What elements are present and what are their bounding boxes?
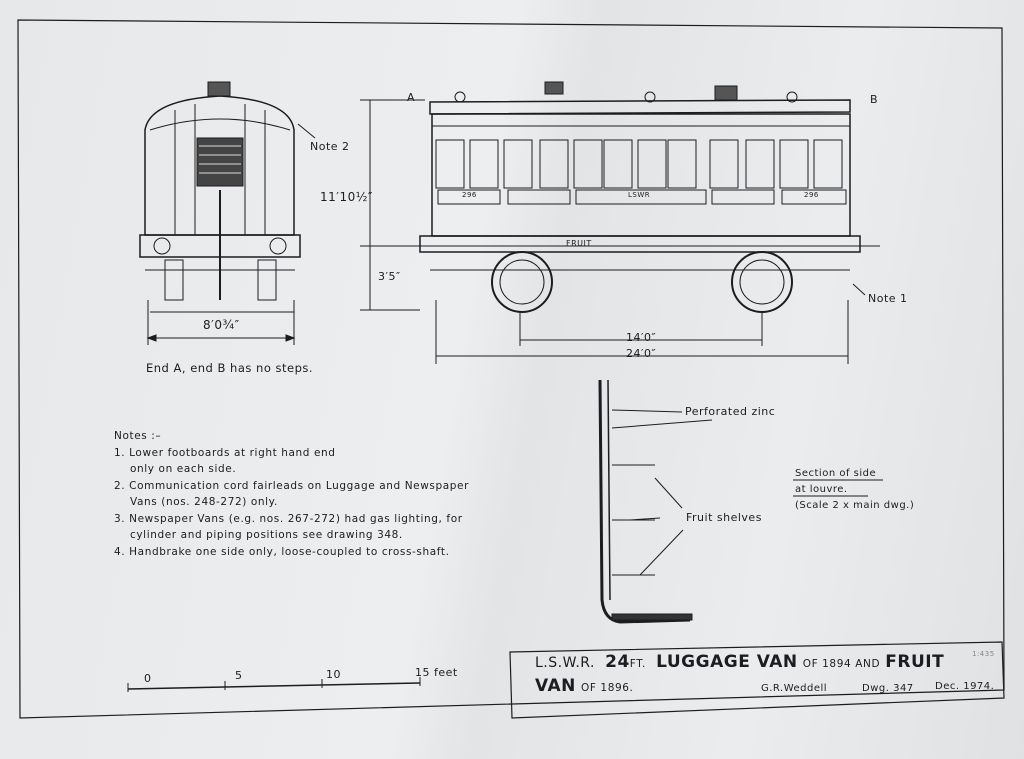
side-view-note-1-label: Note 1 <box>868 292 908 305</box>
note-1: 1. Lower footboards at right hand end <box>114 445 469 462</box>
body-panel <box>637 139 667 189</box>
body-panel <box>503 139 533 189</box>
overall-length-dimension: 24′0″ <box>626 347 657 360</box>
scale-tick-10: 10 <box>326 668 341 681</box>
lettering-panel <box>437 189 501 205</box>
title-length-unit: FT. <box>629 658 646 670</box>
fruit-shelves-label: Fruit shelves <box>686 511 762 524</box>
body-panel <box>667 139 697 189</box>
title-of-1896: OF 1896. <box>580 682 634 694</box>
perforated-zinc-label: Perforated zinc <box>685 405 776 418</box>
van-number-left: 296 <box>462 191 477 199</box>
body-panel <box>469 139 499 189</box>
floor-height-dimension: 3′5″ <box>378 270 401 283</box>
note-number: 2. <box>114 479 126 492</box>
van-number-right: 296 <box>804 191 819 199</box>
end-view-width-dimension: 8′0¾″ <box>203 318 240 332</box>
wheelbase-dimension: 14′0″ <box>626 331 657 344</box>
title-of-1894: OF 1894 AND <box>802 658 881 670</box>
note-number: 4. <box>114 545 126 558</box>
note-text: only on each side. <box>130 463 237 475</box>
title-van: VAN <box>535 676 576 696</box>
end-view-drawing <box>139 81 316 345</box>
height-dimension: 11′10½″ <box>320 190 373 204</box>
note-text: Lower footboards at right hand end <box>129 446 336 459</box>
louvre-section-drawing <box>598 379 883 624</box>
side-view-drawing <box>360 81 880 364</box>
lettering-panel <box>575 189 707 205</box>
body-panel <box>709 139 739 189</box>
end-view-caption: End A, end B has no steps. <box>146 361 314 375</box>
drawing-number: Dwg. 347 <box>862 683 914 694</box>
body-panel <box>745 139 775 189</box>
note-text: Handbrake one side only, loose-coupled t… <box>129 545 450 558</box>
author: G.R.Weddell <box>761 683 828 694</box>
section-scale: (Scale 2 x main dwg.) <box>795 500 915 511</box>
title-luggage-van: LUGGAGE VAN <box>656 652 798 672</box>
notes-heading: Notes :– <box>114 430 162 442</box>
note-text: cylinder and piping positions see drawin… <box>130 529 403 541</box>
scale-tick-15: 15 feet <box>415 666 458 679</box>
body-panel <box>573 139 603 189</box>
note-3: 3. Newspaper Vans (e.g. nos. 267-272) ha… <box>114 511 469 528</box>
pencil-mark: 1:435 <box>972 650 995 658</box>
body-panel <box>813 139 843 189</box>
note-text: Vans (nos. 248-272) only. <box>130 496 278 508</box>
scale-bar <box>127 677 421 692</box>
title-box <box>509 641 1005 719</box>
end-b-label: B <box>870 93 879 106</box>
note-text: Newspaper Vans (e.g. nos. 267-272) had g… <box>129 512 463 525</box>
fruit-lettering: FRUIT <box>566 239 592 248</box>
drawing-date: Dec. 1974. <box>935 681 995 692</box>
note-text: Communication cord fairleads on Luggage … <box>129 479 470 492</box>
body-panel <box>435 139 465 189</box>
lettering-panel <box>781 189 847 205</box>
title-company: L.S.W.R. <box>535 655 595 671</box>
notes-block: Notes :– 1. Lower footboards at right ha… <box>114 428 469 560</box>
body-panel <box>779 139 809 189</box>
title-length: 24 <box>605 652 630 672</box>
note-4: 4. Handbrake one side only, loose-couple… <box>114 544 469 561</box>
section-title: Section of side <box>795 468 877 479</box>
section-title-line-2: at louvre. <box>795 484 848 495</box>
lettering-panel <box>507 189 571 205</box>
title-block: L.S.W.R. 24FT. LUGGAGE VAN OF 1894 AND F… <box>535 652 944 696</box>
note-2: 2. Communication cord fairleads on Lugga… <box>114 478 469 495</box>
scale-tick-5: 5 <box>235 669 243 682</box>
note-number: 3. <box>114 512 126 525</box>
note-number: 1. <box>114 446 126 459</box>
scale-tick-0: 0 <box>144 672 152 685</box>
lettering-panel <box>711 189 775 205</box>
end-view-note-2-label: Note 2 <box>310 140 350 153</box>
company-lettering: LSWR <box>628 191 651 199</box>
title-fruit: FRUIT <box>885 652 945 672</box>
end-a-label: A <box>407 91 416 104</box>
body-panel <box>603 139 633 189</box>
body-panel <box>539 139 569 189</box>
